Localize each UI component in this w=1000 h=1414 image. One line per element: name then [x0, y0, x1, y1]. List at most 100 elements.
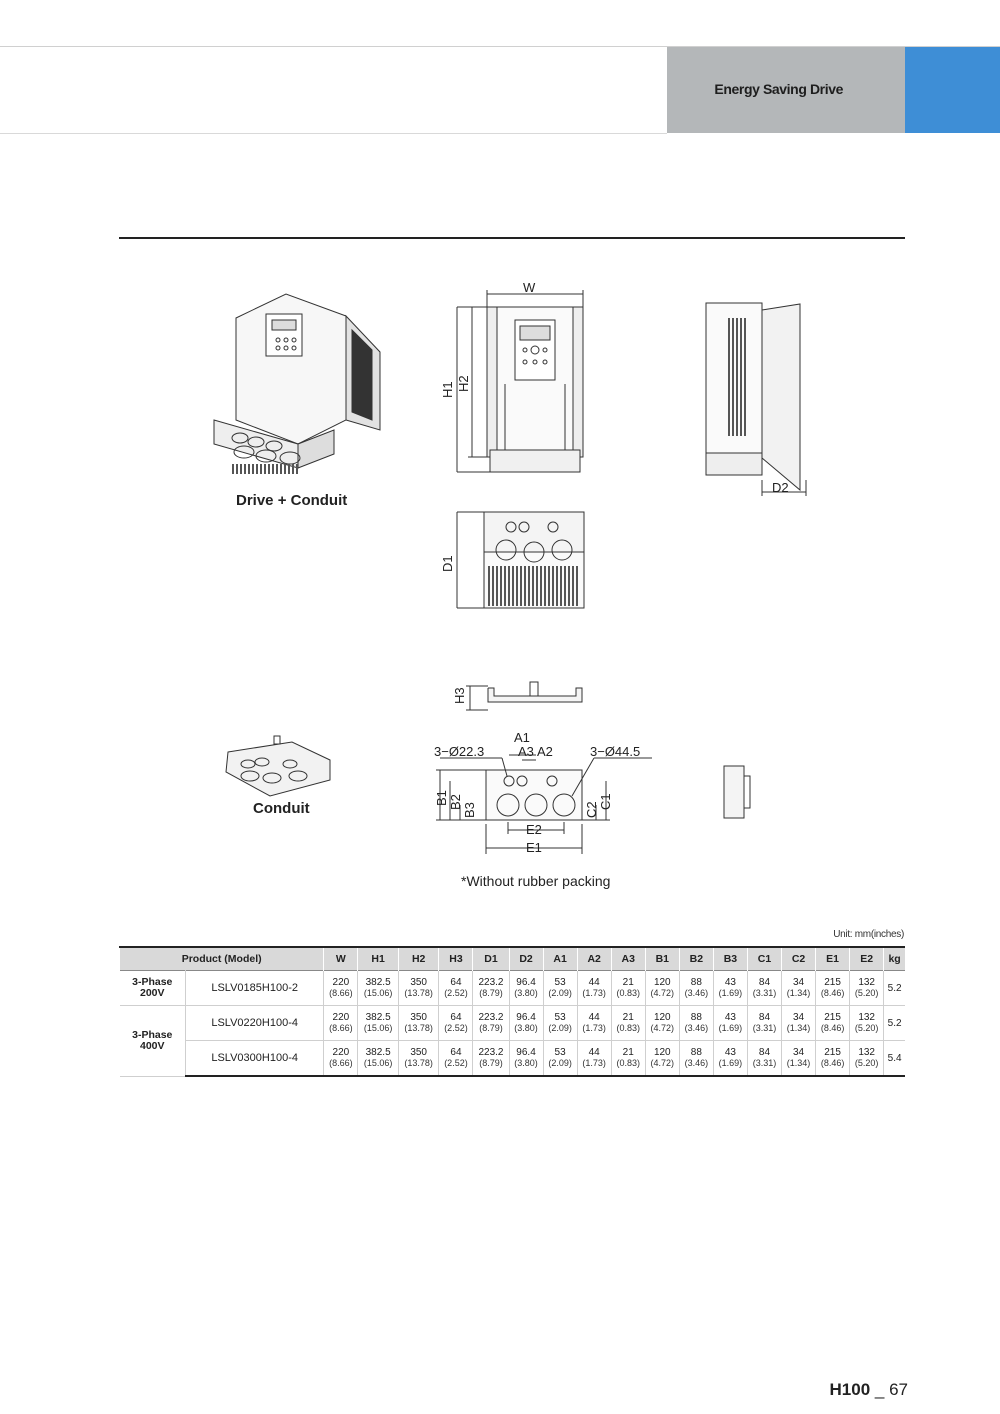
value-cell: 120(4.72) [644, 1040, 680, 1077]
value-inch: (1.69) [718, 1023, 743, 1033]
value-inch: (13.78) [404, 988, 433, 998]
conduit-plate-side [466, 681, 583, 711]
model-cell: LSLV0300H100-4 [184, 1040, 324, 1077]
value-inch: (4.72) [650, 1058, 675, 1068]
value-cell: 84(3.31) [746, 1040, 782, 1077]
value-inch: (8.79) [479, 988, 503, 998]
value-inch: (8.46) [820, 1058, 845, 1068]
figure-caption-drive-conduit: Drive + Conduit [236, 492, 348, 509]
value-cell: 215(8.46) [815, 1005, 850, 1041]
value-inch: (13.78) [404, 1023, 433, 1033]
value-inch: (3.46) [684, 1023, 709, 1033]
header-accent-block [905, 47, 1000, 133]
value-mm: 132 [858, 1047, 875, 1058]
dim-h3: H3 [452, 687, 467, 704]
value-inch: (8.79) [479, 1023, 503, 1033]
dim-w: W [523, 280, 536, 295]
value-inch: (8.66) [329, 1023, 353, 1033]
value-inch: (2.52) [444, 1023, 468, 1033]
value-cell: 43(1.69) [712, 1040, 748, 1077]
dimension-drawings: W H1 H2 D1 D2 H3 A1 A3 A2 3−Ø22.3 3−Ø44.… [213, 280, 807, 855]
figure-caption-conduit: Conduit [253, 800, 310, 817]
value-mm: 96.4 [516, 977, 536, 988]
value-inch: (15.06) [363, 988, 393, 998]
dim-a3: A3 [518, 744, 534, 759]
value-cell: 96.4(3.80) [508, 970, 544, 1006]
value-cell: 223.2(8.79) [472, 970, 509, 1006]
value-inch: (0.83) [616, 988, 640, 998]
value-cell: 220(8.66) [323, 970, 358, 1006]
value-mm: 64 [450, 1012, 462, 1023]
header-band [0, 47, 667, 134]
dim-h2: H2 [456, 375, 471, 392]
value-inch: (1.34) [786, 1058, 811, 1068]
value-inch: (1.73) [582, 1023, 606, 1033]
value-cell: 84(3.31) [746, 1005, 782, 1041]
value-mm: 132 [858, 1012, 875, 1023]
col-header-kg: kg [883, 947, 905, 971]
col-header-c2: C2 [780, 947, 816, 971]
col-header-b3: B3 [712, 947, 748, 971]
value-inch: (3.31) [752, 1023, 777, 1033]
value-cell: 350(13.78) [397, 970, 439, 1006]
weight-cell: 5.4 [883, 1040, 905, 1077]
value-inch: (8.66) [329, 1058, 353, 1068]
value-cell: 223.2(8.79) [472, 1005, 509, 1041]
value-cell: 53(2.09) [542, 1040, 578, 1077]
col-header-h1: H1 [357, 947, 399, 971]
value-cell: 21(0.83) [610, 970, 646, 1006]
value-inch: (4.72) [650, 1023, 675, 1033]
value-mm: 84 [758, 1047, 771, 1058]
value-inch: (2.09) [548, 988, 572, 998]
value-mm: 220 [332, 1012, 350, 1023]
value-inch: (5.20) [854, 1058, 879, 1068]
col-header-h2: H2 [397, 947, 439, 971]
value-cell: 34(1.34) [780, 1040, 816, 1077]
value-cell: 88(3.46) [678, 1040, 714, 1077]
value-inch: (13.78) [404, 1058, 433, 1068]
value-mm: 382.5 [365, 1012, 391, 1023]
value-cell: 53(2.09) [542, 1005, 578, 1041]
col-header-e2: E2 [849, 947, 884, 971]
value-cell: 350(13.78) [397, 1040, 439, 1077]
value-mm: 53 [554, 1047, 566, 1058]
value-inch: (5.20) [854, 1023, 879, 1033]
value-mm: 21 [622, 1012, 634, 1023]
col-header-h3: H3 [438, 947, 473, 971]
value-cell: 64(2.52) [438, 1040, 473, 1077]
value-mm: 220 [332, 1047, 350, 1058]
value-cell: 215(8.46) [815, 1040, 850, 1077]
value-mm: 350 [410, 1012, 427, 1023]
value-cell: 43(1.69) [712, 970, 748, 1006]
col-header-model: Product (Model) [118, 947, 324, 971]
value-inch: (2.52) [444, 1058, 468, 1068]
col-header-c1: C1 [746, 947, 782, 971]
value-inch: (3.31) [752, 1058, 777, 1068]
dim-e1: E1 [526, 840, 542, 855]
value-cell: 64(2.52) [438, 970, 473, 1006]
value-mm: 43 [724, 1012, 736, 1023]
value-cell: 44(1.73) [576, 1040, 612, 1077]
value-inch: (2.52) [444, 988, 468, 998]
value-mm: 96.4 [516, 1012, 536, 1023]
weight-cell: 5.2 [883, 970, 905, 1006]
value-inch: (8.66) [329, 988, 353, 998]
value-mm: 53 [554, 1012, 566, 1023]
drive-bottom-view [456, 511, 585, 609]
value-inch: (1.69) [718, 988, 743, 998]
value-mm: 120 [653, 1047, 671, 1058]
dim-h1: H1 [440, 381, 455, 398]
dimension-spec-table: Product (Model) W H1 H2 H3 D1 D2 A1 A2 A… [118, 946, 905, 1077]
rubber-packing-note: *Without rubber packing [461, 873, 611, 889]
value-mm: 44 [588, 1012, 600, 1023]
value-mm: 223.2 [478, 1047, 504, 1058]
footer-product: H100 [829, 1380, 871, 1399]
value-cell: 64(2.52) [438, 1005, 473, 1041]
conduit-plate-front [436, 754, 652, 854]
value-inch: (1.73) [582, 1058, 606, 1068]
weight-cell: 5.2 [883, 1005, 905, 1041]
dim-b1: B1 [434, 790, 449, 806]
value-mm: 215 [824, 1047, 841, 1058]
